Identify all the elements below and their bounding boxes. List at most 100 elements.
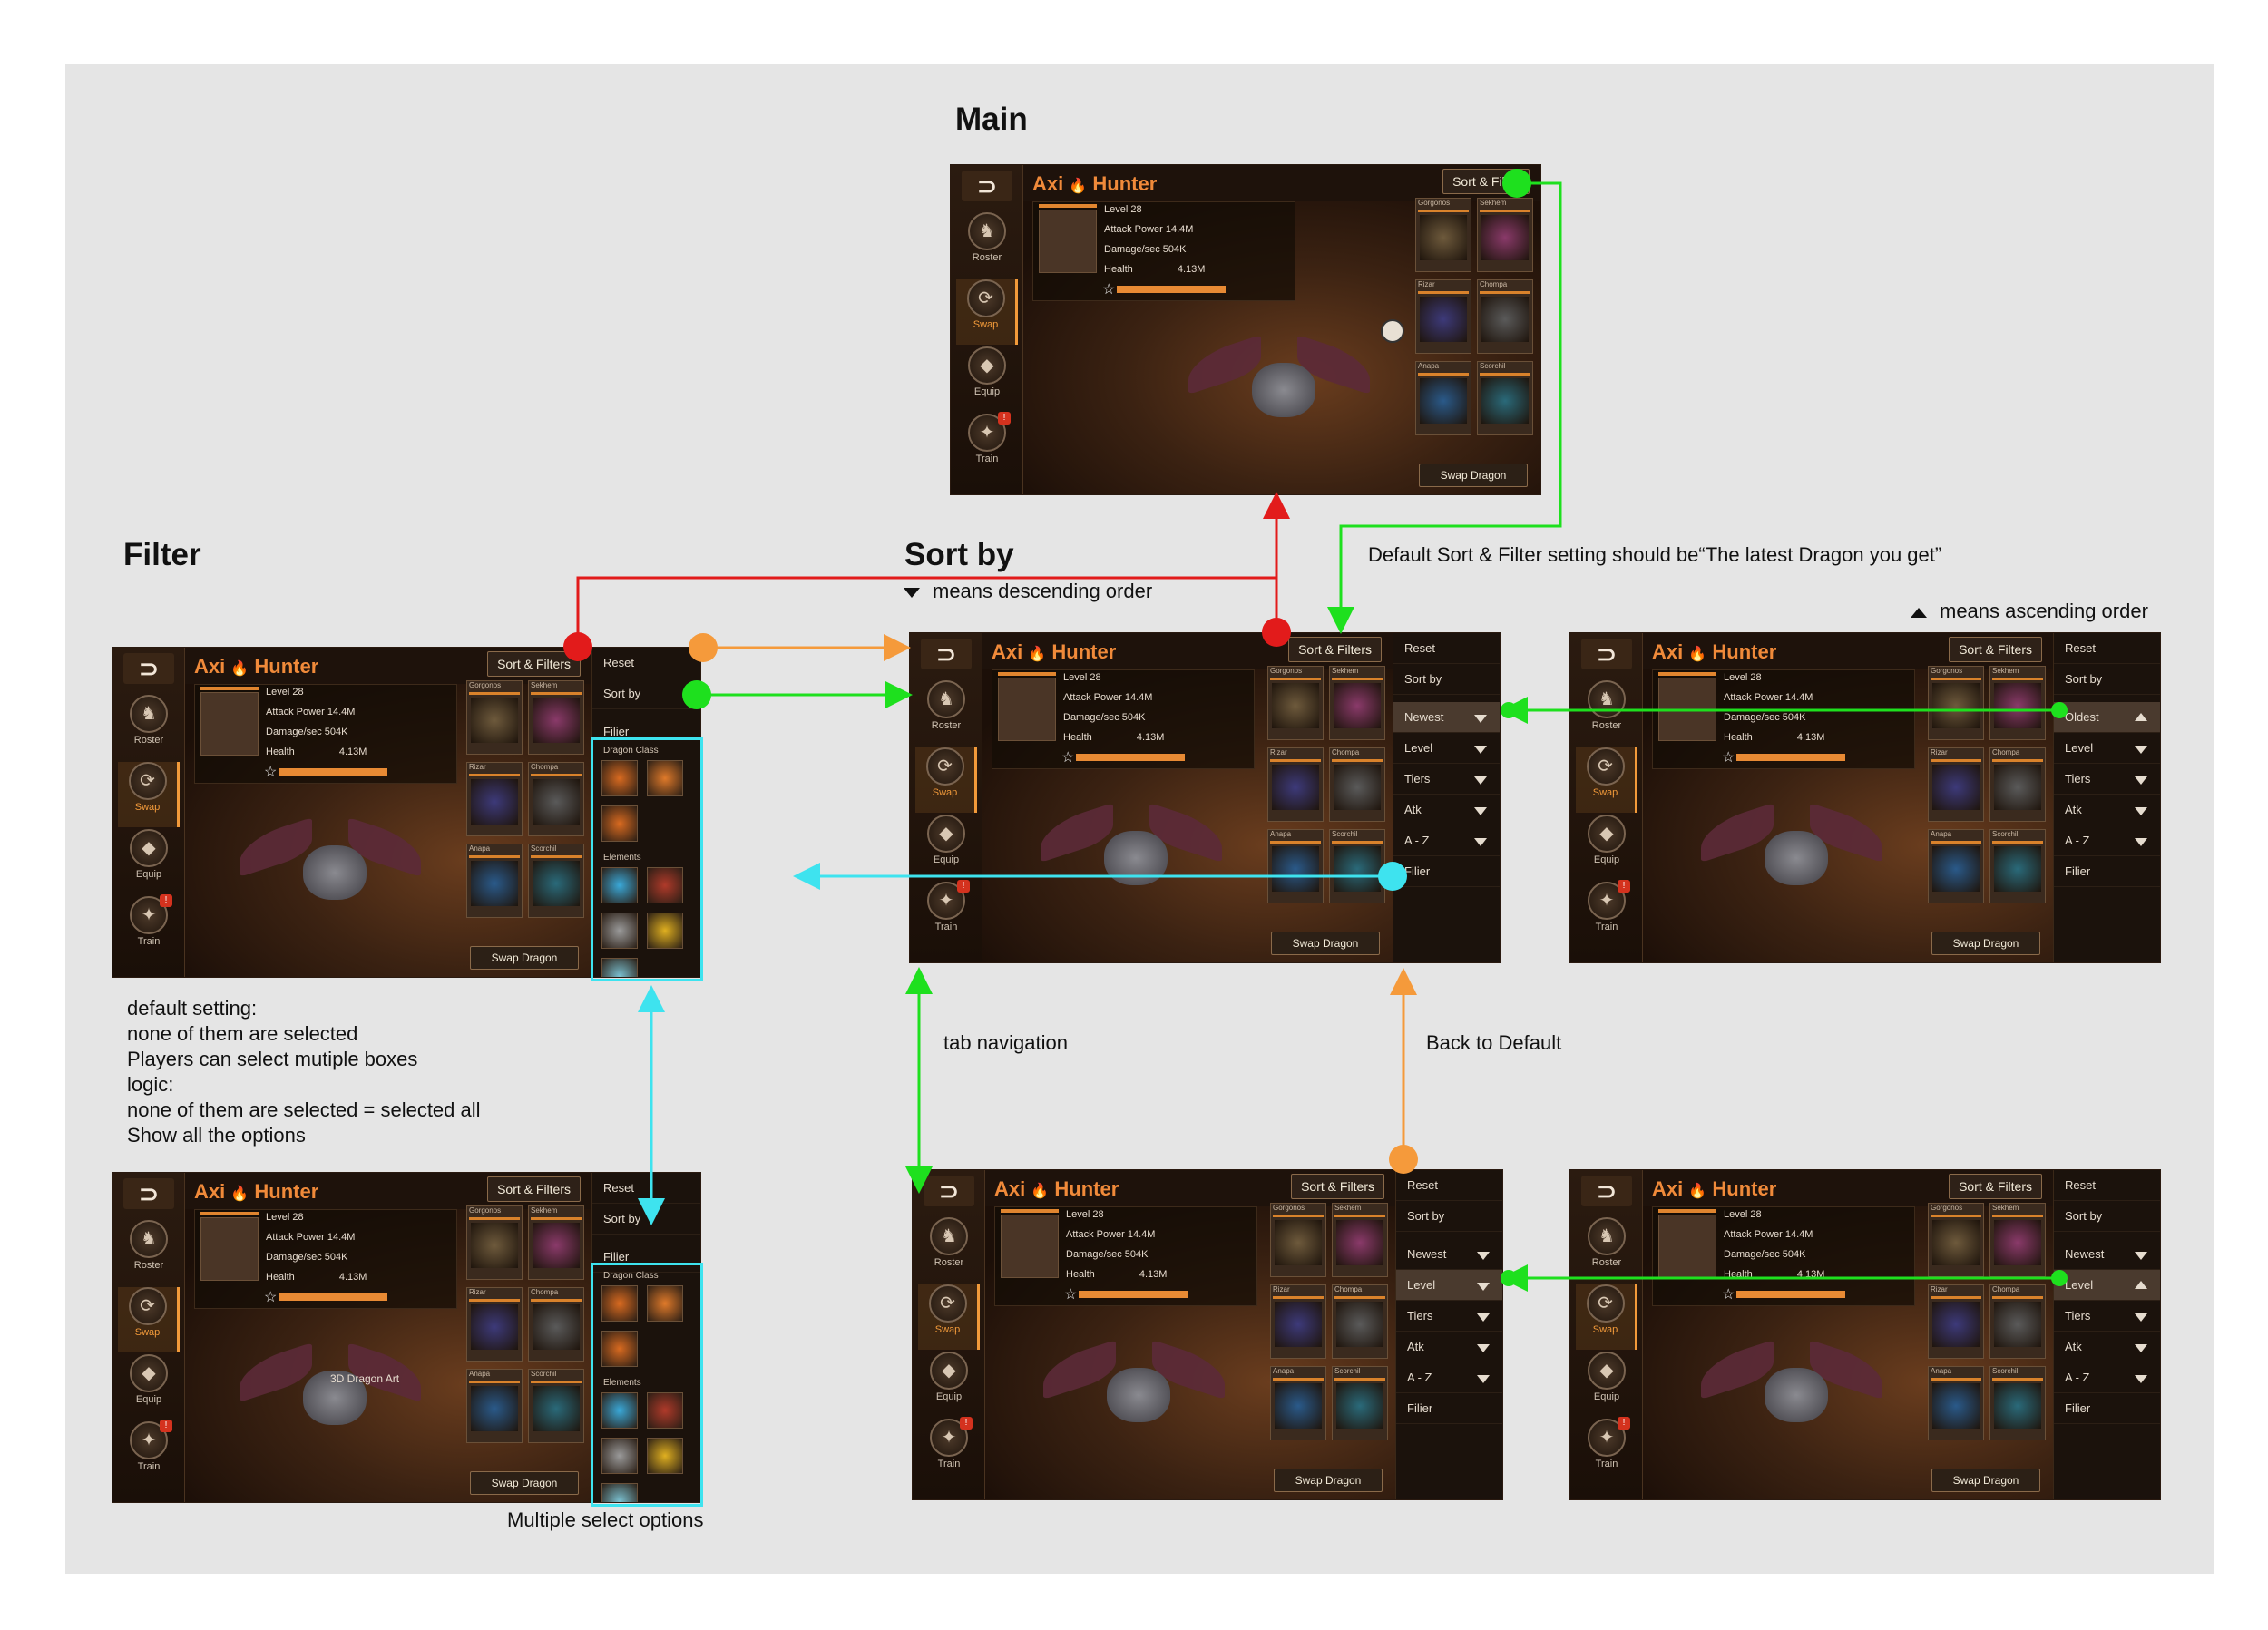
reset-button[interactable]: Reset bbox=[2054, 633, 2160, 664]
dragon-card[interactable]: Scorchil bbox=[528, 1369, 584, 1443]
sort-by-button[interactable]: Sort by bbox=[2054, 1201, 2160, 1232]
dragon-class-blaze-icon[interactable] bbox=[601, 1331, 638, 1367]
nav-roster[interactable]: ♞ Roster bbox=[1576, 1217, 1637, 1283]
element-rock-icon[interactable] bbox=[601, 913, 638, 949]
swap-dragon-button[interactable]: Swap Dragon bbox=[1419, 464, 1528, 487]
element-rock-icon[interactable] bbox=[601, 1438, 638, 1474]
swap-dragon-button[interactable]: Swap Dragon bbox=[1931, 932, 2040, 955]
dragon-card[interactable]: Rizar bbox=[1270, 1284, 1326, 1359]
dragon-card[interactable]: Rizar bbox=[466, 1287, 523, 1362]
nav-equip[interactable]: ◆ Equip bbox=[915, 815, 977, 880]
dragon-class-blaze-icon[interactable] bbox=[601, 805, 638, 842]
dragon-card[interactable]: Sekhem bbox=[528, 1205, 584, 1280]
sort-option[interactable]: A - Z bbox=[1396, 1362, 1502, 1393]
nav-train[interactable]: ✦ ! Train bbox=[118, 1420, 180, 1487]
back-button[interactable]: ⊃ bbox=[1581, 1176, 1632, 1206]
dragon-card[interactable]: Sekhem bbox=[1332, 1203, 1388, 1277]
dragon-card[interactable]: Rizar bbox=[1928, 747, 1984, 822]
swap-dragon-button[interactable]: Swap Dragon bbox=[1274, 1469, 1383, 1492]
dragon-card[interactable]: Rizar bbox=[1415, 279, 1471, 354]
dragon-card[interactable]: Chompa bbox=[1332, 1284, 1388, 1359]
nav-swap[interactable]: ⟳ Swap bbox=[956, 279, 1018, 345]
sort-option[interactable]: Level bbox=[1396, 1270, 1502, 1301]
dragon-card[interactable]: Rizar bbox=[466, 762, 523, 836]
sort-filters-button[interactable]: Sort & Filters bbox=[1949, 1174, 2042, 1199]
nav-roster[interactable]: ♞ Roster bbox=[956, 212, 1018, 278]
dragon-class-flame-icon[interactable] bbox=[647, 1285, 683, 1322]
sort-option[interactable]: Tiers bbox=[2054, 764, 2160, 795]
sort-by-button[interactable]: Sort by bbox=[2054, 664, 2160, 695]
dragon-card[interactable]: Chompa bbox=[528, 1287, 584, 1362]
nav-equip[interactable]: ◆ Equip bbox=[118, 829, 180, 894]
sort-option[interactable]: Tiers bbox=[1393, 764, 1500, 795]
dragon-card[interactable]: Anapa bbox=[1267, 829, 1324, 903]
back-button[interactable]: ⊃ bbox=[962, 171, 1012, 201]
dragon-class-flame-icon[interactable] bbox=[647, 760, 683, 796]
sort-option[interactable]: A - Z bbox=[2054, 1362, 2160, 1393]
dragon-card[interactable]: Chompa bbox=[1477, 279, 1533, 354]
sort-option[interactable]: Atk bbox=[2054, 795, 2160, 825]
dragon-card[interactable]: Anapa bbox=[1415, 361, 1471, 435]
sort-option[interactable]: Atk bbox=[1393, 795, 1500, 825]
dragon-class-fire-icon[interactable] bbox=[601, 760, 638, 796]
sort-option[interactable]: Atk bbox=[2054, 1332, 2160, 1362]
element-lava-icon[interactable] bbox=[647, 867, 683, 903]
reset-button[interactable]: Reset bbox=[592, 1173, 700, 1204]
reset-button[interactable]: Reset bbox=[1393, 633, 1500, 664]
dragon-card[interactable]: Sekhem bbox=[1477, 198, 1533, 272]
nav-swap[interactable]: ⟳ Swap bbox=[118, 762, 180, 827]
swap-dragon-button[interactable]: Swap Dragon bbox=[470, 946, 579, 970]
sort-option[interactable]: Level bbox=[2054, 1270, 2160, 1301]
nav-roster[interactable]: ♞ Roster bbox=[915, 680, 977, 746]
element-light-icon[interactable] bbox=[647, 1438, 683, 1474]
back-button[interactable]: ⊃ bbox=[123, 653, 174, 684]
element-wind-icon[interactable] bbox=[601, 1483, 638, 1502]
nav-swap[interactable]: ⟳ Swap bbox=[915, 747, 977, 813]
back-button[interactable]: ⊃ bbox=[921, 639, 972, 669]
filter-label[interactable]: Filier bbox=[1396, 1393, 1502, 1424]
dragon-card[interactable]: Sekhem bbox=[1329, 666, 1385, 740]
dragon-card[interactable]: Sekhem bbox=[528, 680, 584, 755]
nav-swap[interactable]: ⟳ Swap bbox=[918, 1284, 980, 1350]
dragon-card[interactable]: Anapa bbox=[466, 844, 523, 918]
swap-dragon-button[interactable]: Swap Dragon bbox=[1271, 932, 1380, 955]
reset-button[interactable]: Reset bbox=[2054, 1170, 2160, 1201]
nav-train[interactable]: ✦ ! Train bbox=[918, 1417, 980, 1484]
nav-equip[interactable]: ◆ Equip bbox=[118, 1354, 180, 1420]
nav-train[interactable]: ✦ ! Train bbox=[915, 880, 977, 947]
dragon-card[interactable]: Gorgonos bbox=[1267, 666, 1324, 740]
swap-dragon-button[interactable]: Swap Dragon bbox=[1931, 1469, 2040, 1492]
dragon-card[interactable]: Sekhem bbox=[1989, 1203, 2046, 1277]
nav-equip[interactable]: ◆ Equip bbox=[1576, 1352, 1637, 1417]
sort-by-button[interactable]: Sort by bbox=[1393, 664, 1500, 695]
nav-train[interactable]: ✦ ! Train bbox=[118, 894, 180, 961]
filter-label[interactable]: Filier bbox=[592, 1242, 700, 1273]
dragon-card[interactable]: Anapa bbox=[466, 1369, 523, 1443]
dragon-card[interactable]: Chompa bbox=[1989, 747, 2046, 822]
sort-option[interactable]: A - Z bbox=[1393, 825, 1500, 856]
filter-label[interactable]: Filier bbox=[592, 717, 700, 747]
filter-label[interactable]: Filier bbox=[1393, 856, 1500, 887]
back-button[interactable]: ⊃ bbox=[1581, 639, 1632, 669]
dragon-card[interactable]: Scorchil bbox=[1477, 361, 1533, 435]
nav-train[interactable]: ✦ ! Train bbox=[956, 412, 1018, 479]
dragon-card[interactable]: Scorchil bbox=[1329, 829, 1385, 903]
sort-option[interactable]: Newest bbox=[1393, 702, 1500, 733]
nav-roster[interactable]: ♞ Roster bbox=[118, 1220, 180, 1285]
nav-swap[interactable]: ⟳ Swap bbox=[1576, 1284, 1637, 1350]
sort-option[interactable]: Tiers bbox=[1396, 1301, 1502, 1332]
sort-by-button[interactable]: Sort by bbox=[1396, 1201, 1502, 1232]
dragon-card[interactable]: Gorgonos bbox=[466, 1205, 523, 1280]
sort-filters-button[interactable]: Sort & Filters bbox=[487, 651, 581, 677]
nav-roster[interactable]: ♞ Roster bbox=[918, 1217, 980, 1283]
nav-roster[interactable]: ♞ Roster bbox=[118, 695, 180, 760]
sort-filters-button[interactable]: Sort & Filters bbox=[1291, 1174, 1384, 1199]
sort-option[interactable]: Newest bbox=[1396, 1239, 1502, 1270]
dragon-card[interactable]: Chompa bbox=[1329, 747, 1385, 822]
sort-filters-button[interactable]: Sort & Filters bbox=[487, 1176, 581, 1202]
dragon-card[interactable]: Anapa bbox=[1270, 1366, 1326, 1440]
back-button[interactable]: ⊃ bbox=[924, 1176, 974, 1206]
dragon-card[interactable]: Chompa bbox=[1989, 1284, 2046, 1359]
element-ice-icon[interactable] bbox=[601, 1392, 638, 1429]
sort-option[interactable]: Oldest bbox=[2054, 702, 2160, 733]
